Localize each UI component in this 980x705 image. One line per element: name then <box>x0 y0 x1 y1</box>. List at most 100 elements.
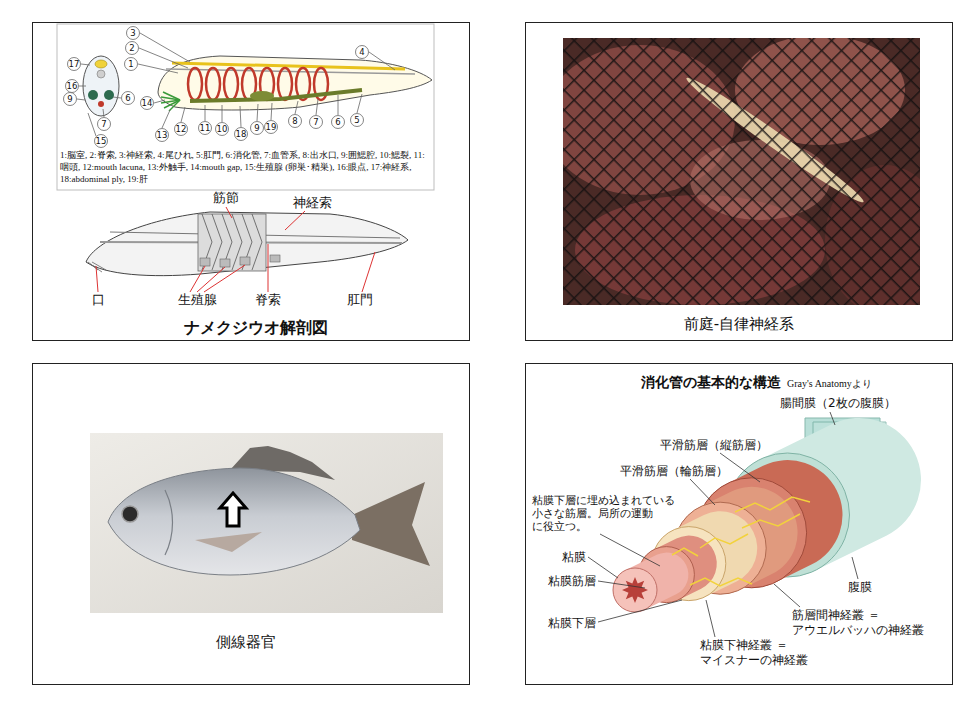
fish-photo <box>90 433 443 613</box>
amphioxus-upper-figure-shape <box>222 105 223 122</box>
part-label: 筋節 <box>213 190 239 206</box>
gut-wall-illustration-shape <box>700 534 748 548</box>
amphioxus-upper-figure-shape <box>357 94 362 113</box>
gut-wall-illustration-shape <box>742 514 800 528</box>
amphioxus-upper-figure-shape <box>77 33 395 136</box>
part-label: 平滑筋層（輪筋層） <box>620 464 728 478</box>
amphioxus-upper-figure-shape <box>68 58 81 71</box>
callout-number: 12 <box>176 124 187 134</box>
amphioxus-lower-figure-shape <box>240 257 250 265</box>
amphioxus-upper-figure-shape <box>64 93 77 106</box>
callout-number: 1 <box>128 59 133 69</box>
part-label: 生殖腺 <box>178 292 217 308</box>
callout-number: 18 <box>236 129 247 139</box>
amphioxus-upper-figure-shape <box>140 33 190 62</box>
part-label: 神経索 <box>293 195 332 211</box>
amphioxus-upper-figure-shape <box>161 97 180 100</box>
panel-caption: ナメクジウオ解剖図 <box>184 318 328 337</box>
gut-wall-illustration-shape <box>598 581 645 588</box>
net-photo-shape <box>563 38 920 305</box>
amphioxus-upper-figure-shape <box>139 48 188 68</box>
gut-wall-illustration-shape <box>672 497 810 586</box>
gut-wall-illustration <box>588 412 886 637</box>
amphioxus-upper-figure-shape <box>295 101 298 114</box>
amphioxus-lower-figure-shape <box>200 258 210 266</box>
amphioxus-upper-figure-shape <box>289 115 302 128</box>
amphioxus-upper-figure-shape <box>175 123 188 136</box>
amphioxus-lower-figure-shape <box>92 262 106 270</box>
amphioxus-lower-figure-shape <box>204 265 245 292</box>
fish-photo-shape <box>122 506 138 522</box>
amphioxus-lower-figure-shape <box>198 214 266 271</box>
amphioxus-upper-figure-shape <box>278 68 292 100</box>
callout-number: 16 <box>67 81 78 91</box>
amphioxus-lower-figure-shape <box>96 266 98 292</box>
fish-photo-shape <box>352 482 430 566</box>
gut-wall-illustration-shape <box>830 412 835 425</box>
fish-photo-shape <box>165 490 173 555</box>
callout-number: 15 <box>96 136 107 146</box>
amphioxus-upper-figure-shape <box>98 101 104 107</box>
amphioxus-lower-figure-shape <box>268 244 269 292</box>
amphioxus-upper-figure-shape <box>126 42 139 55</box>
amphioxus-upper-figure-shape <box>77 99 85 100</box>
amphioxus-upper-figure-shape <box>271 103 272 120</box>
part-label: 肛門 <box>347 292 373 308</box>
amphioxus-upper-figure-shape <box>250 91 274 101</box>
amphioxus-lower-figure-shape <box>197 267 225 292</box>
callout-number: 19 <box>266 122 277 132</box>
amphioxus-upper-figure-shape <box>81 64 90 65</box>
amphioxus-lower-figure-shape <box>86 212 408 276</box>
amphioxus-upper-figure-shape <box>57 24 434 190</box>
gut-wall-illustration-shape <box>735 497 810 512</box>
part-label: 筋層間神経叢 ＝アウエルバッハの神経叢 <box>792 608 942 638</box>
amphioxus-upper-figure-shape <box>125 58 138 71</box>
amphioxus-upper-figure-shape <box>64 27 369 148</box>
amphioxus-upper-figure-shape <box>172 63 405 69</box>
callout-number: 17 <box>69 59 80 69</box>
callout-number: 9 <box>67 94 72 104</box>
callout-number: 6 <box>335 117 340 127</box>
amphioxus-upper-figure-shape <box>122 92 135 105</box>
amphioxus-upper-figure-shape <box>216 123 229 136</box>
amphioxus-upper-figure-shape <box>190 90 362 101</box>
gut-wall-illustration-shape <box>622 577 648 603</box>
amphioxus-upper-figure-shape <box>188 68 202 100</box>
callout-number: 3 <box>130 28 135 38</box>
part-label: 平滑筋層（縦筋層） <box>660 438 768 452</box>
callout-number: 7 <box>101 119 106 129</box>
amphioxus-upper-figure-shape <box>240 106 241 127</box>
amphioxus-upper-figure-shape <box>338 95 339 115</box>
part-label: 口 <box>92 292 105 308</box>
amphioxus-upper-figure-shape <box>257 104 258 121</box>
callout-number: 9 <box>254 123 259 133</box>
number-key-text: 1:脳室, 2:脊索, 3:神経索, 4:尾ひれ, 5:肛門, 6:消化管, 7… <box>60 149 432 185</box>
net-photo-shape <box>563 38 920 305</box>
amphioxus-lower-figure-shape <box>190 266 205 292</box>
amphioxus-lower-figure-shape <box>226 207 232 218</box>
amphioxus-lower-figure-shape <box>362 252 375 292</box>
amphioxus-upper-figure-shape <box>88 90 98 100</box>
amphioxus-upper-figure-shape <box>316 99 318 115</box>
amphioxus-upper-figure-shape <box>181 107 185 122</box>
amphioxus-lower-figure-shape <box>270 255 280 262</box>
amphioxus-lower-figure-shape <box>220 259 230 267</box>
callout-number: 6 <box>125 93 130 103</box>
amphioxus-upper-figure-shape <box>224 68 238 100</box>
callout-number: 5 <box>354 115 359 125</box>
amphioxus-upper-figure-shape <box>199 122 212 135</box>
image-panel: 前庭-自律神経系 <box>525 22 953 341</box>
gut-wall-illustration-shape <box>600 534 660 566</box>
fish-photo-shape <box>108 468 360 575</box>
panel-caption: 消化管の基本的な構造 <box>641 374 781 391</box>
amphioxus-upper-figure-shape <box>169 100 180 111</box>
amphioxus-upper-figure-shape <box>251 122 264 135</box>
amphioxus-upper-figure-shape <box>310 116 323 129</box>
amphioxus-upper-figure-shape <box>265 121 278 134</box>
gut-wall-illustration-shape <box>690 479 715 505</box>
gut-wall-illustration-shape <box>690 578 752 586</box>
amphioxus-upper-figure-shape <box>88 113 96 136</box>
amphioxus-upper-figure-shape <box>235 128 248 141</box>
callout-number: 2 <box>129 43 134 53</box>
gut-wall-illustration-shape <box>598 600 682 622</box>
